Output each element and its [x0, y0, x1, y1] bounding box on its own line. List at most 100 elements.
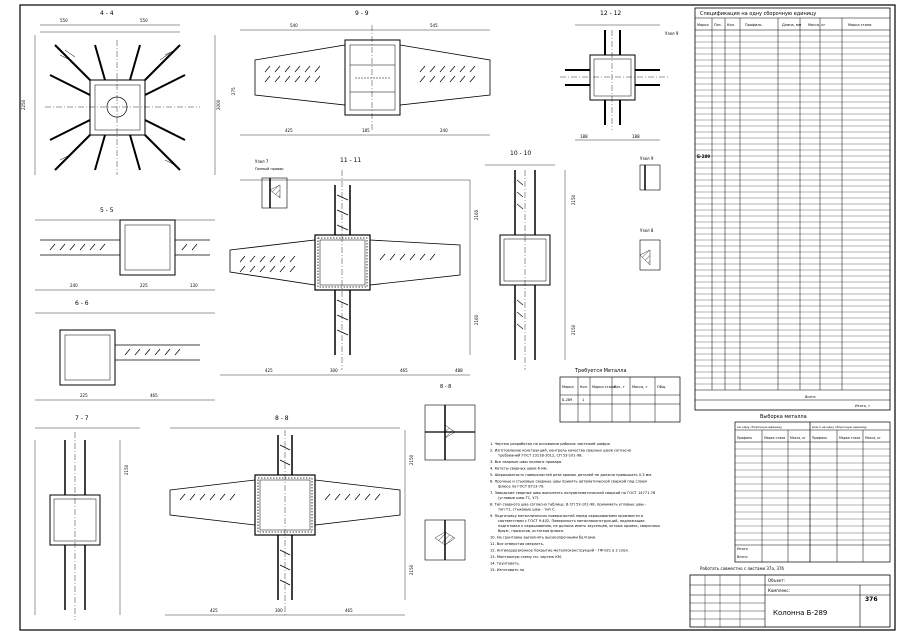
note-line: 8. Тип сварного шва согласно таблице. В …	[490, 503, 647, 507]
spec-sign: Итого, т	[855, 404, 870, 408]
view-section-8-8-detail: 8 - 8	[424, 384, 476, 561]
node-8-label: Узел 8	[640, 228, 654, 233]
spec-table-title: Спецификация на одну сборочную единицу	[700, 11, 816, 17]
summary-header-qty: Кол.	[580, 385, 588, 389]
steel-header-steel-2: Марка стали	[839, 436, 860, 440]
svg-text:550: 550	[140, 18, 148, 23]
section-5-5-label: 5 - 5	[100, 207, 114, 214]
svg-text:2150: 2150	[571, 194, 576, 205]
note-line: 12. Антикоррозионное покрытие металлокон…	[490, 549, 629, 553]
view-section-6-6: 6 - 6 225 465	[35, 300, 215, 401]
steel-sub-left: на одну сборочную единицу	[737, 425, 782, 429]
note-line: соответствии с ГОСТ 9.402. Поверхность м…	[498, 519, 644, 523]
steel-table: Выборка металла на одну сборочную единиц…	[734, 414, 891, 563]
summary-header-weight: Вес, т	[614, 385, 625, 389]
svg-text:2150: 2150	[124, 464, 129, 475]
section-10-10-label: 10 - 10	[510, 150, 531, 157]
note-line: 9. Подготовку металлических поверхностей…	[490, 514, 643, 518]
svg-text:465: 465	[345, 608, 353, 613]
steel-header-profile-2: Профиль	[812, 436, 827, 440]
note-line: брызг, прожогов, остатков флюса.	[498, 529, 564, 533]
note-line: флюса по ГОСТ 8713-79.	[498, 485, 544, 489]
note-line: 10. На грунтовка выполнять высокопрочным…	[490, 536, 596, 540]
spec-header-mass: Масса, кг	[808, 23, 825, 27]
steel-footer-1: Итого	[737, 547, 748, 551]
stamp-complex: Комплекс:	[768, 588, 790, 593]
svg-text:425: 425	[265, 368, 273, 373]
summary-row-qty: 1	[582, 398, 584, 402]
svg-text:2250: 2250	[21, 99, 26, 110]
view-section-11-11: 11 - 11 425 300 465 488 2160 2160 Узел 7	[220, 157, 479, 376]
svg-text:465: 465	[150, 393, 158, 398]
sheet-frame	[19, 4, 896, 631]
section-12-12-label: 12 - 12	[600, 10, 621, 17]
summary-table: Требуется Металла Марка Кол. Марка стали…	[559, 368, 681, 423]
svg-text:2160: 2160	[474, 314, 479, 325]
spec-header-steel: Марка стали	[848, 23, 871, 27]
stamp-title: Колонна Б-289	[773, 609, 827, 617]
dim-240: 240	[70, 283, 78, 288]
note-line: 7. Заводские сварные швы выполнять полуа…	[490, 491, 656, 495]
svg-text:Узел 9: Узел 9	[640, 156, 654, 161]
svg-text:425: 425	[210, 608, 218, 613]
note-line: 6. Прочные и стыковые сварные швы принят…	[490, 480, 647, 484]
note-line: требований ГОСТ 23118-2012, СП 53-101-98…	[498, 454, 583, 458]
svg-text:185: 185	[362, 128, 370, 133]
view-section-9-9: 9 - 9 540 545 425 185 240 275	[231, 10, 491, 136]
section-11-11-label: 11 - 11	[340, 157, 361, 164]
section-8-8-detail-label: 8 - 8	[440, 384, 451, 390]
spec-header-profile: Профиль	[745, 23, 762, 27]
steel-rows	[735, 448, 890, 541]
general-notes: 1. Чертеж разработан на основании рабочи…	[490, 442, 661, 572]
stamp-sheet: 376	[865, 596, 878, 603]
section-7-7-label: 7 - 7	[75, 415, 89, 422]
svg-text:188: 188	[580, 134, 588, 139]
dim-540: 540	[290, 23, 298, 28]
title-block: Работать совместно с листами 37а, 37б Об…	[689, 566, 891, 628]
note-line: 5. Шероховатость поверхностей реза кромо…	[490, 473, 652, 477]
summary-header-steel: Марка стали	[592, 385, 615, 389]
steel-header-profile: Профиль	[737, 436, 752, 440]
spec-table: Спецификация на одну сборочную единицу М…	[694, 7, 891, 411]
dim-545: 545	[430, 23, 438, 28]
view-section-10-10: 10 - 10 2150 2150 Узел 9 Узел 8	[485, 150, 661, 370]
dim-130: 130	[190, 283, 198, 288]
note-line: 4. Катеты сварных швов 6 мм.	[490, 467, 548, 471]
node-9-label: Узел 9	[665, 31, 679, 36]
svg-text:488: 488	[455, 368, 463, 373]
view-section-7-7: 7 - 7 2150	[34, 415, 140, 620]
svg-text:2150: 2150	[409, 454, 414, 465]
svg-text:188: 188	[632, 134, 640, 139]
steel-header-mass-2: Масса, кг	[865, 436, 881, 440]
spec-header-length: Длина, мм	[782, 23, 802, 27]
note-line: подготовке к окрашиванию, не должна имет…	[498, 524, 661, 528]
view-section-8-8: 8 - 8 425 300 465 2150 2150	[165, 415, 414, 616]
note-line: (угловые швы Т1, У7).	[498, 496, 539, 500]
view-section-12-12: 12 - 12 188 188 Узел 9	[560, 10, 679, 141]
section-9-9-label: 9 - 9	[355, 10, 369, 17]
summary-header-mark: Марка	[562, 385, 574, 389]
dim-465: 465	[400, 368, 408, 373]
full-penetration-note: Полный провар	[255, 167, 284, 171]
steel-sub-right: всего на одну сборочную единицу	[812, 425, 867, 429]
section-4-4-label: 4 - 4	[100, 10, 114, 17]
view-section-4-4: 4 - 4 550 550 2250 2000	[21, 10, 221, 175]
spec-rows	[695, 35, 890, 385]
note-line: 1. Чертеж разработан на основании рабочи…	[490, 442, 610, 446]
summary-header-total: Общ.	[657, 385, 666, 389]
dim-2160: 2160	[474, 209, 479, 220]
dim-275: 275	[231, 87, 236, 95]
steel-header-steel: Марка стали	[764, 436, 785, 440]
section-6-6-label: 6 - 6	[75, 300, 89, 307]
node-7-label: Узел 7	[255, 159, 269, 164]
dim-225: 225	[80, 393, 88, 398]
spec-mark: Б-289	[697, 154, 710, 159]
note-line: 14. Грунтовать.	[490, 562, 520, 566]
spec-header-mark: Марка	[697, 23, 709, 27]
section-8-8-label: 8 - 8	[275, 415, 289, 422]
spec-header-pos: Поз.	[714, 23, 722, 27]
view-section-5-5: 5 - 5 240 225 130	[35, 207, 215, 291]
steel-table-title: Выборка металла	[760, 414, 807, 420]
